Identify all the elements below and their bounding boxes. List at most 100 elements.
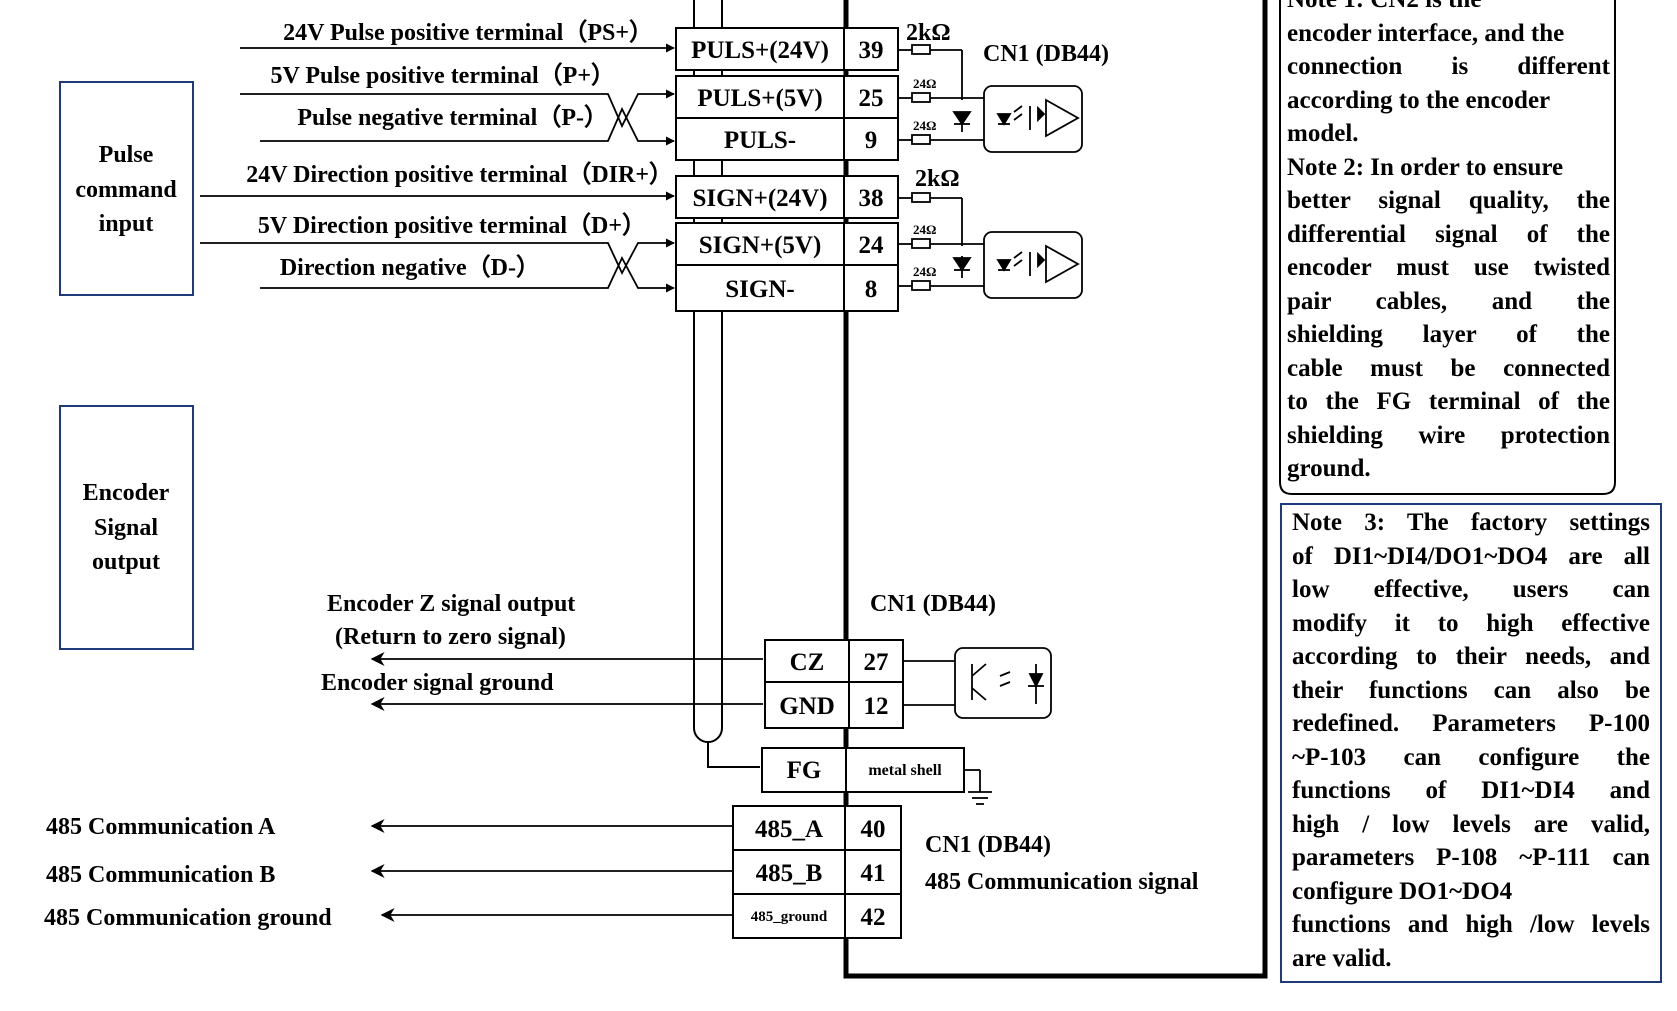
pin-num-27: 27: [864, 649, 889, 676]
mid-pin-block: [761, 639, 965, 793]
note3-line: their functions can also be: [1292, 676, 1650, 704]
note1-line: connection is different: [1287, 53, 1610, 80]
note1-line: model.: [1287, 120, 1359, 147]
note2-line: better signal quality, the: [1287, 187, 1610, 214]
pin-name-puls24: PULS+(24V): [691, 37, 829, 64]
direction-input-circuit: [898, 192, 1083, 299]
shield-fg-wire: [707, 742, 760, 768]
drive-border: [843, 0, 1268, 979]
note3-line: configure DO1~DO4: [1292, 877, 1513, 905]
pin-metal-shell: metal shell: [868, 762, 942, 779]
label-encoder-z: Encoder Z signal output: [327, 591, 575, 617]
note2-line: encoder must use twisted: [1287, 254, 1610, 281]
connector-label-bottom: CN1 (DB44): [925, 832, 1051, 858]
pulse-input-circuit: [898, 44, 1083, 153]
note3-line: of DI1~DI4/DO1~DO4 are all: [1292, 542, 1650, 570]
note2-line: shielding wire protection: [1287, 421, 1610, 449]
encoder-box-line-3: output: [92, 549, 160, 575]
resistor-2k-pulse: 2kΩ: [906, 20, 951, 46]
note3-line: redefined. Parameters P-100: [1292, 710, 1650, 737]
encoder-box-line-1: Encoder: [83, 480, 170, 506]
note1-line: encoder interface, and the: [1287, 19, 1565, 47]
pin-num-41: 41: [861, 860, 886, 887]
pin-num-24: 24: [859, 232, 885, 259]
pin-num-42: 42: [861, 904, 886, 931]
comm-signal-label: 485 Communication signal: [925, 869, 1199, 895]
label-485-ground: 485 Communication ground: [44, 905, 332, 931]
note3-line: ~P-103 can configure the: [1292, 743, 1650, 771]
note3-frame: [1280, 503, 1662, 983]
label-d-minus: Direction negative（D-）: [280, 254, 540, 281]
resistor-24-pulse-a: 24Ω: [913, 76, 936, 91]
label-p-plus: 5V Pulse positive terminal（P+）: [270, 62, 615, 89]
bottom-pin-block: [732, 805, 902, 939]
pulse-box-line-1: Pulse: [99, 142, 154, 168]
top-pin-block: [675, 27, 899, 312]
label-485-a: 485 Communication A: [46, 814, 276, 840]
note-3: Note 3: The factory settings of DI1~DI4/…: [1292, 506, 1650, 975]
pin-num-25: 25: [859, 85, 884, 112]
pin-num-8: 8: [865, 276, 878, 303]
label-return-zero: (Return to zero signal): [335, 624, 566, 650]
note3-line: Note 3: The factory settings: [1292, 509, 1650, 536]
note2-line: shielding layer of the: [1287, 321, 1610, 348]
label-ps-plus: 24V Pulse positive terminal（PS+）: [283, 19, 653, 46]
label-dir-plus: 24V Direction positive terminal（DIR+）: [246, 161, 673, 188]
pin-num-39: 39: [859, 37, 884, 64]
note3-line: modify it to high effective: [1292, 609, 1650, 637]
connector-label-mid: CN1 (DB44): [870, 591, 996, 617]
connector-label-top: CN1 (DB44): [983, 41, 1109, 67]
resistor-24-dir-b: 24Ω: [913, 264, 936, 279]
pulse-box-line-2: command: [75, 177, 177, 203]
note2-line: pair cables, and the: [1287, 287, 1610, 315]
pin-name-sign-minus: SIGN-: [725, 276, 794, 303]
note2-line: differential signal of the: [1287, 220, 1610, 248]
pin-num-40: 40: [861, 816, 886, 843]
encoder-box-line-2: Signal: [94, 515, 158, 541]
pin-num-38: 38: [859, 185, 884, 212]
pulse-command-box: [59, 81, 194, 296]
pin-name-485b: 485_B: [756, 860, 823, 887]
comm-wires: [370, 819, 732, 922]
pin-name-485ground: 485_ground: [751, 909, 828, 925]
resistor-2k-dir: 2kΩ: [915, 166, 960, 192]
note3-line: are valid.: [1292, 944, 1392, 972]
pin-name-gnd: GND: [779, 693, 835, 720]
note3-line: low effective, users can: [1292, 576, 1650, 603]
pin-name-puls-minus: PULS-: [724, 127, 796, 154]
pulse-wires: [200, 43, 675, 293]
encoder-output-circuit: [903, 647, 1052, 805]
resistor-24-dir-a: 24Ω: [913, 222, 936, 237]
label-485-b: 485 Communication B: [46, 862, 275, 888]
note3-line: high / low levels are valid,: [1292, 810, 1650, 838]
note3-line: according to their needs, and: [1292, 643, 1650, 670]
label-d-plus: 5V Direction positive terminal（D+）: [258, 212, 646, 239]
shield-cable: [693, 0, 723, 743]
pin-name-puls5: PULS+(5V): [697, 85, 822, 112]
pin-name-fg: FG: [787, 757, 822, 784]
note2-line: to the FG terminal of the: [1287, 388, 1610, 415]
label-encoder-ground: Encoder signal ground: [321, 670, 554, 696]
note3-line: parameters P-108 ~P-111 can: [1292, 844, 1650, 871]
pin-num-9: 9: [865, 127, 878, 154]
note2-line: Note 2: In order to ensure: [1287, 153, 1564, 181]
resistor-24-pulse-b: 24Ω: [913, 118, 936, 133]
encoder-output-box: [59, 405, 194, 650]
note2-line: ground.: [1287, 455, 1371, 482]
note1-line: Note 1: CN2 is the: [1287, 0, 1610, 17]
notes-1-2: Note 1: CN2 is the encoder interface, an…: [1287, 0, 1610, 486]
note3-line: functions of DI1~DI4 and: [1292, 777, 1650, 804]
pin-name-cz: CZ: [790, 649, 825, 676]
label-p-minus: Pulse negative terminal（P-）: [297, 104, 608, 131]
pin-name-sign24: SIGN+(24V): [692, 185, 827, 212]
pin-name-sign5: SIGN+(5V): [699, 232, 822, 259]
pin-num-12: 12: [864, 693, 889, 720]
note2-line: cable must be connected: [1287, 354, 1610, 382]
notes-frame: [1279, 0, 1616, 495]
pulse-box-line-3: input: [99, 211, 154, 237]
encoder-wires: [370, 652, 763, 711]
note3-line: functions and high /low levels: [1292, 911, 1650, 938]
note1-line: according to the encoder: [1287, 86, 1551, 114]
